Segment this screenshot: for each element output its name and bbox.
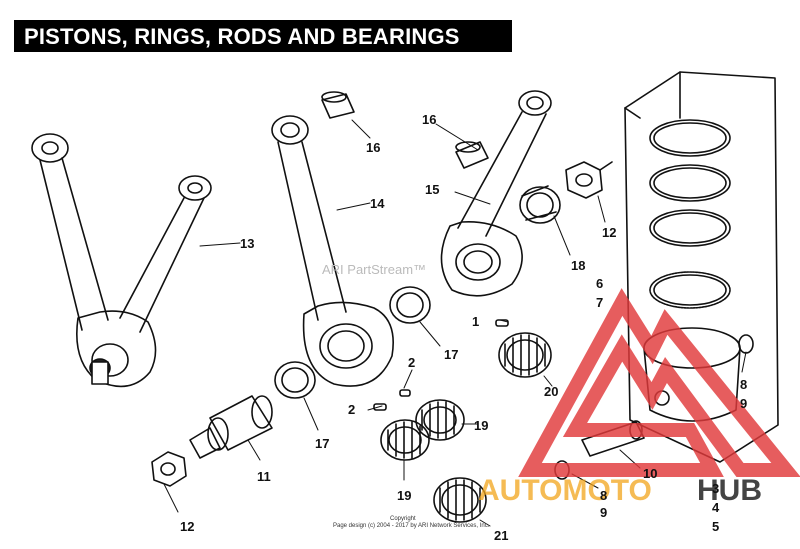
callout-9-b: 9 — [600, 505, 607, 520]
pin-2-a — [373, 403, 387, 411]
brand-name-part2: HUB — [697, 474, 762, 507]
brand-name-part1: AUTOMOTO — [478, 474, 652, 507]
callout-19-b: 19 — [397, 488, 411, 503]
callout-20: 20 — [544, 384, 558, 399]
brand-logo-icon — [518, 288, 800, 477]
roller-bearing-20 — [498, 332, 552, 378]
connecting-rod-15 — [440, 90, 552, 297]
piston-ring-2 — [649, 164, 731, 202]
callout-13: 13 — [240, 236, 254, 251]
bushing-16-top — [321, 91, 355, 119]
callout-2-a: 2 — [408, 355, 415, 370]
callout-4: 4 — [712, 500, 720, 515]
copyright-line-2: Page design (c) 2004 - 2017 by ARI Netwo… — [333, 523, 490, 529]
piston-ring-1 — [649, 119, 731, 157]
callout-5: 5 — [712, 519, 719, 534]
callout-12-a: 12 — [602, 225, 616, 240]
callout-8-a: 8 — [740, 377, 747, 392]
piston-ring-4 — [649, 271, 731, 309]
copyright-line-1: Copyright — [390, 516, 416, 522]
callout-10: 10 — [643, 466, 657, 481]
callouts: 13 14 15 16 16 12 18 17 17 11 12 1 2 2 2… — [180, 112, 747, 543]
connecting-rod-14 — [271, 115, 394, 387]
nut-12-top — [565, 161, 613, 199]
bearing-race-17-upper — [389, 286, 431, 324]
nut-12-bottom — [151, 451, 187, 487]
piston-cylinder-outline — [624, 71, 779, 463]
bushing-16-right — [455, 141, 489, 169]
piston-ring-3 — [649, 209, 731, 247]
callout-17-b: 17 — [315, 436, 329, 451]
title-bar: PISTONS, RINGS, RODS AND BEARINGS — [14, 20, 512, 52]
bearing-race-18 — [519, 185, 561, 224]
callout-16-b: 16 — [422, 112, 436, 127]
crank-pin-11 — [189, 395, 273, 459]
callout-15: 15 — [425, 182, 439, 197]
callout-2-b: 2 — [348, 402, 355, 417]
connecting-rod-pair-13 — [31, 133, 212, 388]
callout-12-b: 12 — [180, 519, 194, 534]
callout-11: 11 — [257, 469, 271, 484]
diagram-title: PISTONS, RINGS, RODS AND BEARINGS — [24, 24, 460, 49]
bearing-race-17-lower — [274, 361, 316, 399]
circlip-8-9-top — [738, 334, 754, 354]
leader-lines — [163, 119, 747, 527]
pin-2-b — [399, 389, 411, 397]
watermark: ARI PartStream™ — [322, 262, 426, 277]
callout-7: 7 — [596, 295, 603, 310]
callout-19-a: 19 — [474, 418, 488, 433]
callout-6: 6 — [596, 276, 603, 291]
callout-1: 1 — [472, 314, 479, 329]
callout-17-a: 17 — [444, 347, 458, 362]
callout-3: 3 — [712, 481, 719, 496]
roller-bearing-21 — [433, 477, 487, 523]
callout-8-b: 8 — [600, 488, 607, 503]
callout-16-a: 16 — [366, 140, 380, 155]
roller-bearing-19-upper — [415, 399, 465, 441]
callout-9-a: 9 — [740, 396, 747, 411]
callout-18: 18 — [571, 258, 585, 273]
callout-21: 21 — [494, 528, 508, 543]
callout-14: 14 — [370, 196, 385, 211]
roller-bearing-19-lower — [380, 419, 430, 461]
